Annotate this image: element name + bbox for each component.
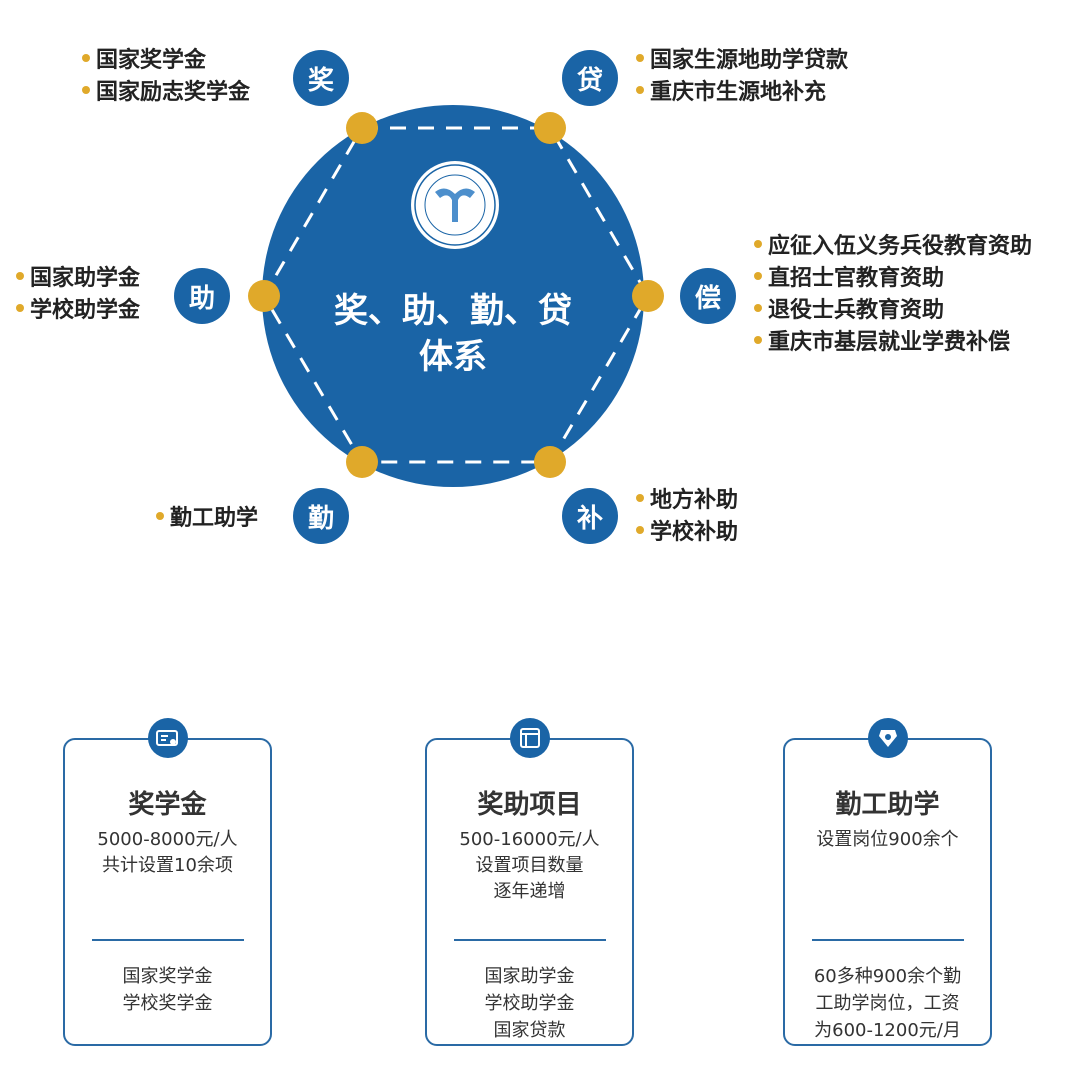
node-qin: 勤 (293, 488, 349, 544)
node-chang: 偿 (680, 268, 736, 324)
divider (91, 939, 244, 941)
list-zhu: 国家助学金 学校助学金 (16, 262, 140, 326)
school-logo (411, 161, 499, 249)
system-diagram (248, 105, 664, 487)
list-chang: 应征入伍义务兵役教育资助 直招士官教育资助 退役士兵教育资助 重庆市基层就业学费… (754, 230, 1032, 358)
list-jiang: 国家奖学金 国家励志奖学金 (82, 44, 250, 108)
card-aid-projects: 奖助项目 500-16000元/人 设置项目数量 逐年递增 国家助学金 学校助学… (425, 718, 634, 1046)
vertex-dot (346, 446, 378, 478)
vertex-dot (534, 446, 566, 478)
card-scholarship: 奖学金 5000-8000元/人 共计设置10余项 国家奖学金 学校奖学金 (63, 718, 272, 1046)
vertex-dot (346, 112, 378, 144)
id-card-icon (147, 718, 188, 758)
divider (811, 939, 964, 941)
book-icon (509, 718, 550, 758)
node-zhu: 助 (174, 268, 230, 324)
list-dai: 国家生源地助学贷款 重庆市生源地补充 (636, 44, 848, 108)
node-dai: 贷 (562, 50, 618, 106)
node-bu: 补 (562, 488, 618, 544)
center-circle (262, 105, 644, 487)
card-work-study: 勤工助学 设置岗位900余个 60多种900余个勤 工助学岗位，工资 为600-… (783, 718, 992, 1046)
vertex-dot (632, 280, 664, 312)
gold-vertex-dots (248, 112, 664, 478)
center-title: 奖、助、勤、贷 体系 (334, 291, 572, 377)
vertex-dot (534, 112, 566, 144)
node-jiang: 奖 (293, 50, 349, 106)
divider (453, 939, 606, 941)
list-qin: 勤工助学 (156, 502, 258, 534)
list-bu: 地方补助 学校补助 (636, 484, 738, 548)
diamond-badge-icon (867, 718, 908, 758)
vertex-dot (248, 280, 280, 312)
